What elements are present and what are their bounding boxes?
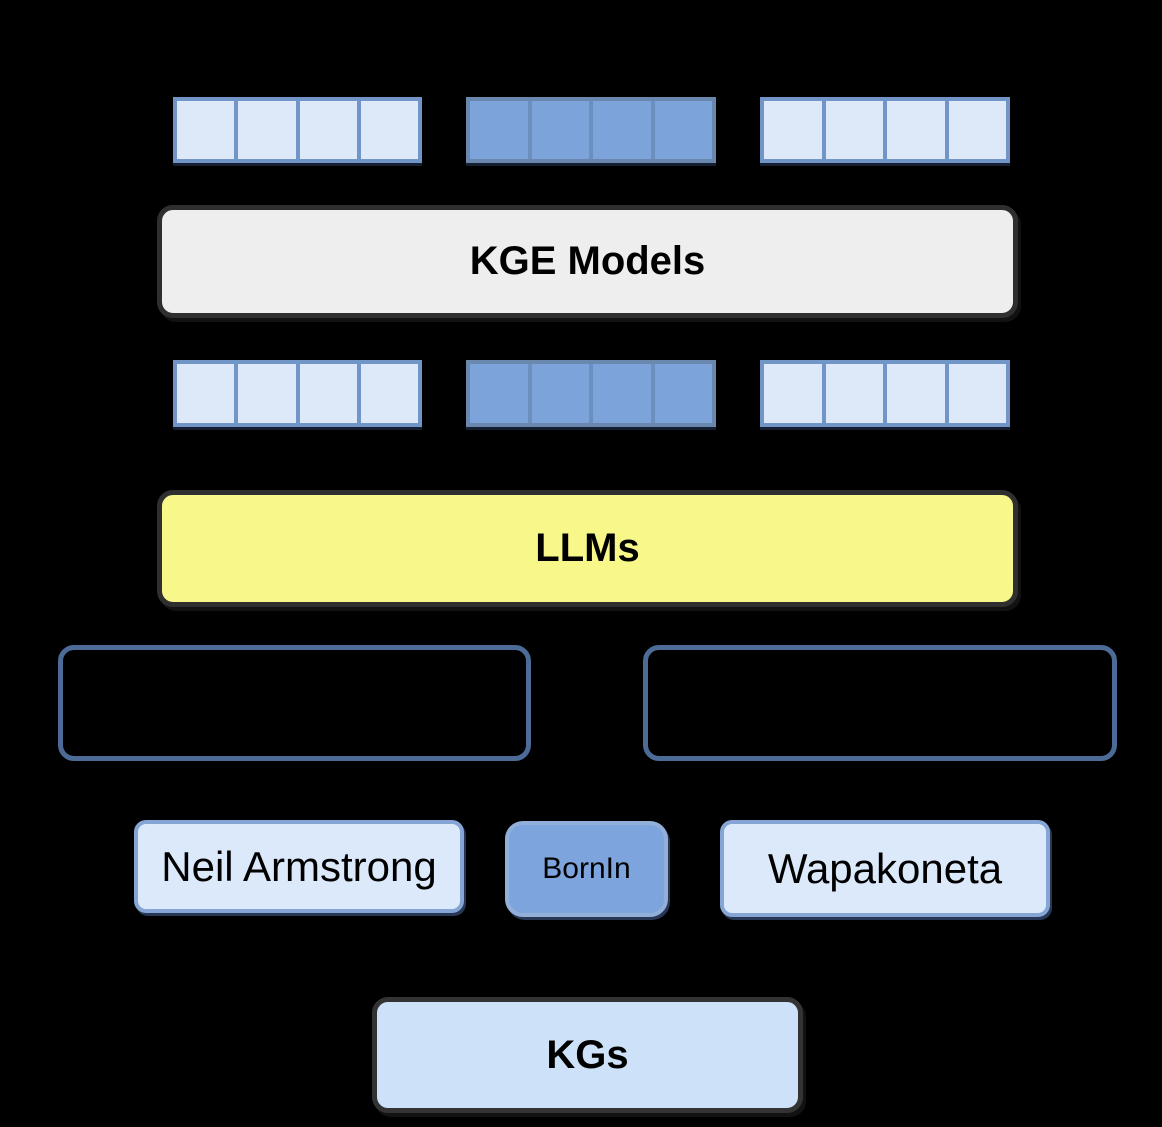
vector-cell [234, 101, 296, 159]
kge-models-label: KGE Models [469, 239, 706, 283]
right-text-frame [643, 645, 1117, 761]
vector-cell [177, 364, 235, 423]
vector-cell [650, 364, 712, 423]
kgs-label: KGs [546, 1032, 629, 1077]
tail-entity-node: Wapakoneta [720, 820, 1050, 917]
vector-cell [527, 364, 589, 423]
head-embedding [173, 97, 422, 163]
head-entity-label: Neil Armstrong [161, 842, 437, 890]
vector-cell [234, 364, 296, 423]
embedding-row-top [173, 97, 1010, 163]
vector-cell [821, 101, 883, 159]
relation-node: BornIn [505, 821, 668, 917]
vector-cell [470, 101, 528, 159]
vector-cell [944, 101, 1006, 159]
llms-label: LLMs [535, 526, 640, 570]
vector-cell [821, 364, 883, 423]
kgs-box: KGs [372, 997, 803, 1113]
left-text-frame [58, 645, 531, 761]
embedding-row-middle [173, 360, 1010, 427]
vector-cell [764, 101, 822, 159]
vector-cell [295, 101, 357, 159]
vector-cell [527, 101, 589, 159]
tail-entity-label: Wapakoneta [767, 844, 1003, 892]
vector-cell [589, 101, 651, 159]
llms-box: LLMs [157, 490, 1018, 607]
head-entity-node: Neil Armstrong [134, 820, 464, 913]
vector-cell [470, 364, 528, 423]
vector-cell [589, 364, 651, 423]
vector-cell [883, 364, 945, 423]
vector-cell [356, 364, 418, 423]
tail-embedding [760, 360, 1010, 427]
head-embedding [173, 360, 422, 427]
vector-cell [177, 101, 235, 159]
relation-embedding [466, 97, 716, 163]
tail-embedding [760, 97, 1010, 163]
vector-cell [356, 101, 418, 159]
vector-cell [295, 364, 357, 423]
kge-models-box: KGE Models [157, 205, 1018, 318]
vector-cell [883, 101, 945, 159]
relation-label: BornIn [542, 852, 631, 885]
relation-embedding [466, 360, 716, 427]
vector-cell [764, 364, 822, 423]
vector-cell [944, 364, 1006, 423]
vector-cell [650, 101, 712, 159]
